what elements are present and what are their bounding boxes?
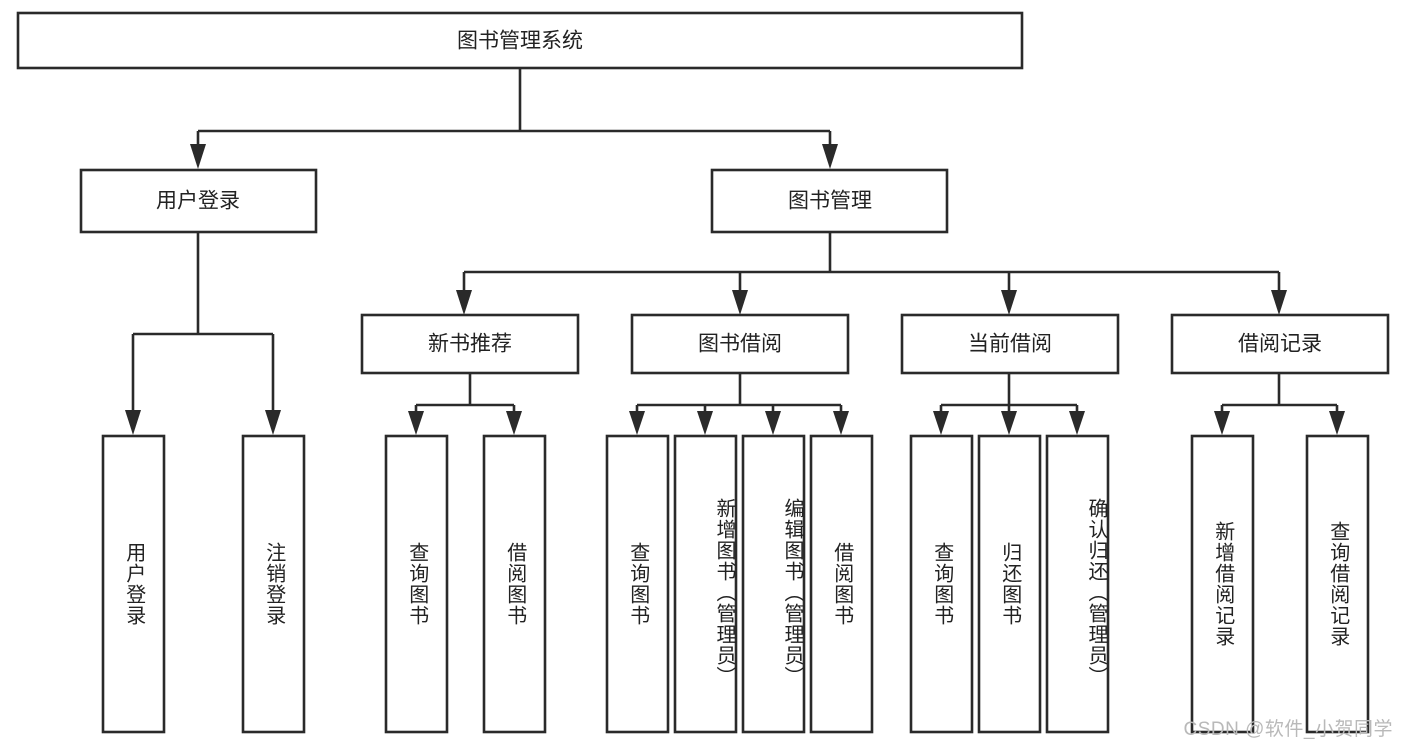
arrow-bb-to-leaf6 <box>697 411 713 435</box>
node-leaf-4-box[interactable] <box>482 434 547 734</box>
connector-group-borrow-record <box>1214 373 1345 435</box>
connector-group-book-manage <box>456 232 1287 315</box>
arrow-user-login-to-leaf1 <box>125 410 141 435</box>
arrow-root-to-book-manage <box>822 144 838 169</box>
arrow-nbr-to-leaf4 <box>506 411 522 435</box>
node-new-book-rec-label: 新书推荐 <box>428 333 512 356</box>
connector-group-root <box>190 68 838 169</box>
arrow-bm-to-new-book <box>456 290 472 315</box>
node-root[interactable]: 图书管理系统 <box>16 11 1024 70</box>
node-user-login-box[interactable] <box>79 168 318 234</box>
arrow-br-to-leaf12 <box>1214 411 1230 435</box>
node-leaf-5-box[interactable] <box>605 434 670 734</box>
node-leaf-8-box[interactable] <box>809 434 874 734</box>
arrow-nbr-to-leaf3 <box>408 411 424 435</box>
arrow-root-to-user-login <box>190 144 206 169</box>
arrow-bb-to-leaf8 <box>833 411 849 435</box>
node-book-manage-box[interactable] <box>710 168 949 234</box>
node-user-login[interactable]: 用户登录 <box>79 168 318 234</box>
node-book-borrow-label: 图书借阅 <box>698 333 782 356</box>
arrow-cb-to-leaf9 <box>933 411 949 435</box>
node-book-manage[interactable]: 图书管理 <box>710 168 949 234</box>
node-new-book-rec[interactable]: 新书推荐 <box>360 313 580 375</box>
arrow-bm-to-current-borrow <box>1001 290 1017 315</box>
arrow-bb-to-leaf5 <box>629 411 645 435</box>
arrow-br-to-leaf13 <box>1329 411 1345 435</box>
node-user-login-label: 用户登录 <box>156 190 240 213</box>
node-book-borrow-box[interactable] <box>630 313 850 375</box>
node-leaf-7-box[interactable] <box>741 434 806 734</box>
node-leaf-9-box[interactable] <box>909 434 974 734</box>
node-borrow-record[interactable]: 借阅记录 <box>1170 313 1390 375</box>
node-leaf-12-box[interactable] <box>1190 434 1255 734</box>
connector-group-user-login <box>125 232 281 435</box>
arrow-user-login-to-leaf2 <box>265 410 281 435</box>
arrow-bb-to-leaf7 <box>765 411 781 435</box>
node-leaf-11-box[interactable] <box>1045 434 1110 734</box>
node-borrow-record-box[interactable] <box>1170 313 1390 375</box>
connector-group-new-book-rec <box>408 373 522 435</box>
connector-group-book-borrow <box>629 373 849 435</box>
node-leaf-2-box[interactable] <box>241 434 306 734</box>
node-current-borrow-box[interactable] <box>900 313 1120 375</box>
arrow-cb-to-leaf11 <box>1069 411 1085 435</box>
node-root-label: 图书管理系统 <box>457 30 583 53</box>
node-new-book-rec-box[interactable] <box>360 313 580 375</box>
node-root-box[interactable] <box>16 11 1024 70</box>
arrow-bm-to-book-borrow <box>732 290 748 315</box>
node-current-borrow-label: 当前借阅 <box>968 333 1052 356</box>
arrow-cb-to-leaf10 <box>1001 411 1017 435</box>
node-leaf-10-box[interactable] <box>977 434 1042 734</box>
watermark-text: CSDN @软件_小贺同学 <box>1183 719 1393 740</box>
node-leaf-13-box[interactable] <box>1305 434 1370 734</box>
connector-group-current-borrow <box>933 373 1085 435</box>
arrow-bm-to-borrow-record <box>1271 290 1287 315</box>
node-book-manage-label: 图书管理 <box>788 190 872 213</box>
node-leaf-3-box[interactable] <box>384 434 449 734</box>
node-borrow-record-label: 借阅记录 <box>1238 333 1322 356</box>
node-book-borrow[interactable]: 图书借阅 <box>630 313 850 375</box>
node-leaf-6-box[interactable] <box>673 434 738 734</box>
node-leaf-1-box[interactable] <box>101 434 166 734</box>
node-current-borrow[interactable]: 当前借阅 <box>900 313 1120 375</box>
